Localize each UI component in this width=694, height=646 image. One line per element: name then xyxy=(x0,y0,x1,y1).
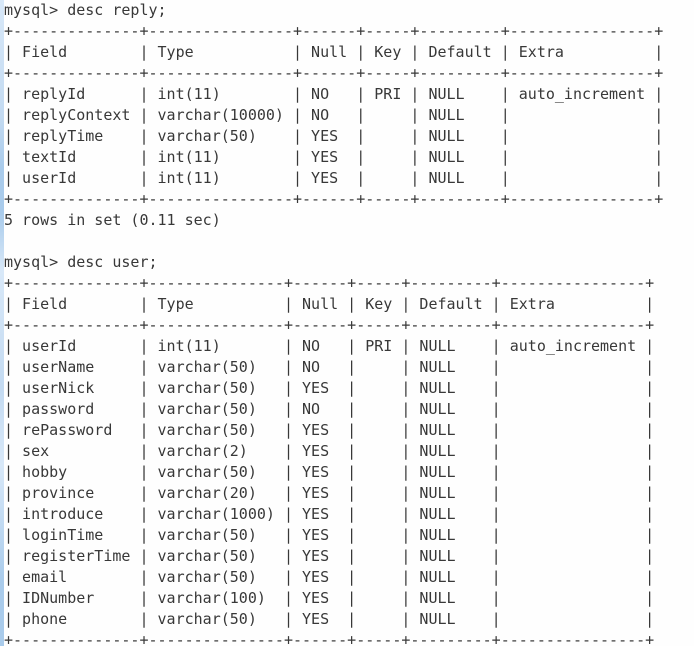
mysql-console-output[interactable]: mysql> desc reply; +--------------+-----… xyxy=(4,0,694,646)
command-line: mysql> desc reply; xyxy=(4,1,167,19)
result-table-reply: +--------------+----------------+------+… xyxy=(4,22,664,208)
result-table-user: +--------------+---------------+------+-… xyxy=(4,274,655,646)
window-edge-strip xyxy=(0,0,4,646)
command-line: mysql> desc user; xyxy=(4,253,158,271)
status-line: 5 rows in set (0.11 sec) xyxy=(4,211,221,229)
